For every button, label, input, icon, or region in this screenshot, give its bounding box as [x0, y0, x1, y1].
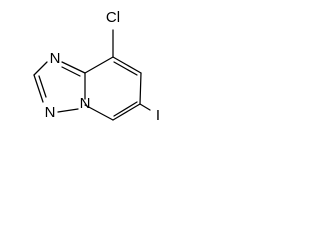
bond-c8-to-c8a — [84, 56, 114, 74]
bond-c8a-to-n1 — [61, 61, 86, 74]
bond-c7-to-c8 — [112, 56, 142, 74]
bond-c2-to-n3-double — [38, 75, 47, 98]
bond-c8a-to-n1-double — [61, 66, 81, 77]
chlorine-label: Cl — [106, 9, 120, 26]
iodine-label: I — [156, 107, 160, 124]
bond-n3-to-n-bridge — [57, 108, 79, 113]
bond-c7-to-c8-double — [113, 61, 138, 76]
nitrogen-top-label: N — [50, 50, 61, 67]
bond-c6-to-c7 — [139, 72, 142, 105]
substituent-bonds — [112, 29, 151, 111]
six-membered-ring — [84, 56, 142, 121]
nitrogen-bridge-label: N — [80, 95, 91, 112]
bond-c5-to-c6-double — [113, 101, 138, 117]
bond-c5-to-c6 — [112, 103, 141, 121]
molecule-diagram: Cl I N N N — [33, 9, 160, 124]
bond-n-bridge-to-c5 — [84, 104, 114, 121]
bond-n1-to-c2 — [33, 61, 48, 76]
structure-canvas: Cl I N N N — [0, 0, 174, 136]
bond-c6-to-i — [139, 103, 151, 111]
nitrogen-left-label: N — [45, 104, 56, 121]
bond-c2-to-n3 — [33, 74, 44, 103]
five-membered-ring — [33, 61, 86, 113]
